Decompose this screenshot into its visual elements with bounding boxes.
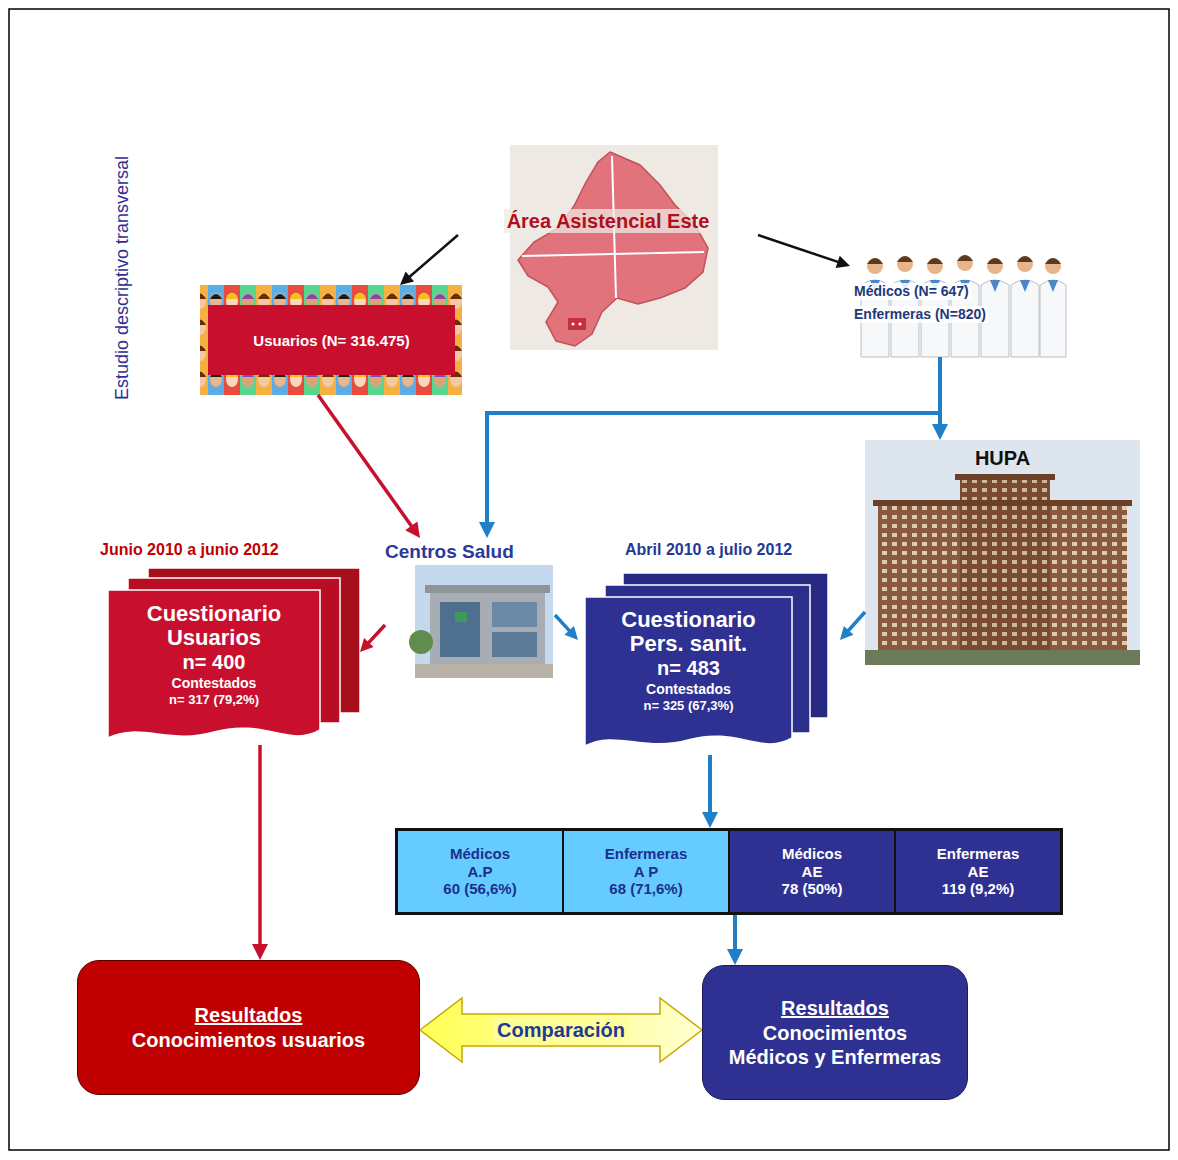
health-centre-photo — [409, 565, 553, 678]
sheet-slot: Cuestionario Pers. sanit.n= 483Contestad… — [585, 608, 792, 714]
answered-count: 119 (9,2%) — [942, 880, 1015, 898]
arrow-head — [564, 626, 578, 640]
staff-group: Médicos A.P — [449, 845, 512, 880]
page-frame — [9, 9, 1169, 1150]
result-heading: Resultados — [781, 996, 889, 1021]
answered-count: 60 (56,6%) — [443, 880, 516, 898]
date-range: Junio 2010 a junio 2012 — [100, 540, 279, 559]
population-count: Enfermeras (N=820) — [852, 306, 988, 323]
answered-count: n= 317 (79,2%) — [108, 692, 320, 708]
connector-line — [318, 395, 413, 528]
users-box: Usuarios (N= 316.475) — [200, 285, 462, 395]
user-questionnaire-sheets — [108, 568, 360, 738]
hospital-photo — [865, 440, 1140, 665]
arrow-head — [836, 256, 850, 268]
flow-arrow — [555, 615, 578, 640]
connector-line — [408, 235, 458, 278]
text-slot: Médicos (N= 647) Enfermeras (N=820) — [852, 283, 988, 323]
connector-line — [367, 625, 385, 644]
table-cell: Enfermeras A P68 (71,6%) — [562, 831, 728, 912]
flow-arrow — [758, 235, 850, 268]
flow-arrow — [702, 755, 718, 828]
connector-line — [555, 615, 571, 632]
double-arrow-shape — [420, 998, 702, 1062]
staff-box: Médicos (N= 647) Enfermeras (N=820) — [850, 250, 1068, 357]
flow-arrow — [727, 915, 743, 965]
flow-arrow — [479, 357, 940, 538]
region-map-picture — [510, 145, 718, 350]
arrow-head — [400, 272, 414, 285]
results-box: ResultadosConocimientos Médicos y Enferm… — [702, 965, 968, 1100]
population-count: Usuarios (N= 316.475) — [253, 332, 409, 349]
result-heading: Resultados — [195, 1003, 303, 1028]
flow-arrow — [252, 745, 268, 960]
results-box: ResultadosConocimientos usuarios — [77, 960, 420, 1095]
users-crowd-picture — [200, 285, 462, 395]
connector-line — [708, 755, 712, 815]
place-name: HUPA — [975, 446, 1030, 470]
sample-size: n= 400 — [108, 650, 320, 675]
questionnaire-stack: Junio 2010 a junio 2012Cuestionario Usua… — [95, 540, 360, 745]
answered-label: Contestados — [108, 675, 320, 692]
connector-line — [938, 357, 942, 427]
date-slot: Junio 2010 a junio 2012 — [100, 540, 279, 559]
questionnaire-title: Cuestionario Pers. sanit. — [600, 608, 778, 656]
region-name: Área Asistencial Este — [504, 209, 713, 233]
staff-group: Enfermeras A P — [604, 845, 689, 880]
questionnaire-title: Cuestionario Usuarios — [125, 602, 303, 650]
answered-count: n= 325 (67,3%) — [585, 698, 792, 714]
staff-questionnaire-sheets — [585, 573, 828, 746]
connector-line — [487, 357, 940, 525]
study-type-label: Estudio descriptivo transversal — [109, 118, 135, 438]
text-slot: Estudio descriptivo transversal — [109, 118, 135, 438]
text-slot: Usuarios (N= 316.475) — [208, 305, 455, 375]
flow-arrow — [360, 625, 385, 652]
sheet-slot: Cuestionario Usuariosn= 400Contestadosn=… — [108, 602, 320, 708]
sample-size: n= 483 — [585, 656, 792, 681]
arrow-head — [727, 949, 743, 965]
health-centre: Centros Salud — [385, 538, 555, 680]
date-range: Abril 2010 a julio 2012 — [625, 540, 792, 559]
place-name: Centros Salud — [385, 542, 514, 563]
connector-label: Comparación — [493, 1018, 629, 1042]
arrow-head — [702, 812, 718, 828]
answered-count: 78 (50%) — [782, 880, 843, 898]
flow-arrow — [932, 357, 948, 440]
arrow-head — [405, 521, 420, 538]
text-slot: HUPA — [865, 446, 1140, 470]
flow-arrow — [840, 612, 865, 640]
questionnaire-stack: Abril 2010 a julio 2012Cuestionario Pers… — [578, 540, 840, 755]
respondents-table: Médicos A.P60 (56,6%)Enfermeras A P68 (7… — [395, 828, 1063, 915]
connector-line — [258, 745, 262, 947]
comparison-arrow — [420, 998, 702, 1062]
flow-arrow — [400, 235, 458, 285]
staff-group: Médicos AE — [781, 845, 844, 880]
connector-line — [733, 915, 737, 952]
population-count: Médicos (N= 647) — [852, 283, 971, 300]
flow-arrow — [318, 395, 420, 538]
result-body: Conocimientos Médicos y Enfermeras — [723, 1021, 948, 1069]
staff-group: Enfermeras AE — [936, 845, 1021, 880]
arrow-head — [479, 522, 495, 538]
connector-line — [758, 235, 840, 263]
arrow-head — [840, 626, 854, 640]
result-body: Conocimientos usuarios — [132, 1028, 365, 1052]
label-slot: Comparación — [493, 1018, 629, 1042]
date-slot: Abril 2010 a julio 2012 — [625, 540, 792, 559]
answered-count: 68 (71,6%) — [609, 880, 682, 898]
arrow-head — [252, 944, 268, 960]
table-cell: Médicos AE78 (50%) — [728, 831, 894, 912]
arrow-head — [932, 424, 948, 440]
region-map: Área Asistencial Este — [458, 145, 758, 350]
table-cell: Enfermeras AE119 (9,2%) — [894, 831, 1060, 912]
hospital: HUPA — [865, 440, 1140, 665]
table-cell: Médicos A.P60 (56,6%) — [398, 831, 562, 912]
answered-label: Contestados — [585, 681, 792, 698]
text-slot: Centros Salud — [385, 542, 514, 563]
connector-line — [847, 612, 865, 632]
text-slot: Área Asistencial Este — [458, 209, 758, 233]
arrow-head — [360, 638, 374, 652]
